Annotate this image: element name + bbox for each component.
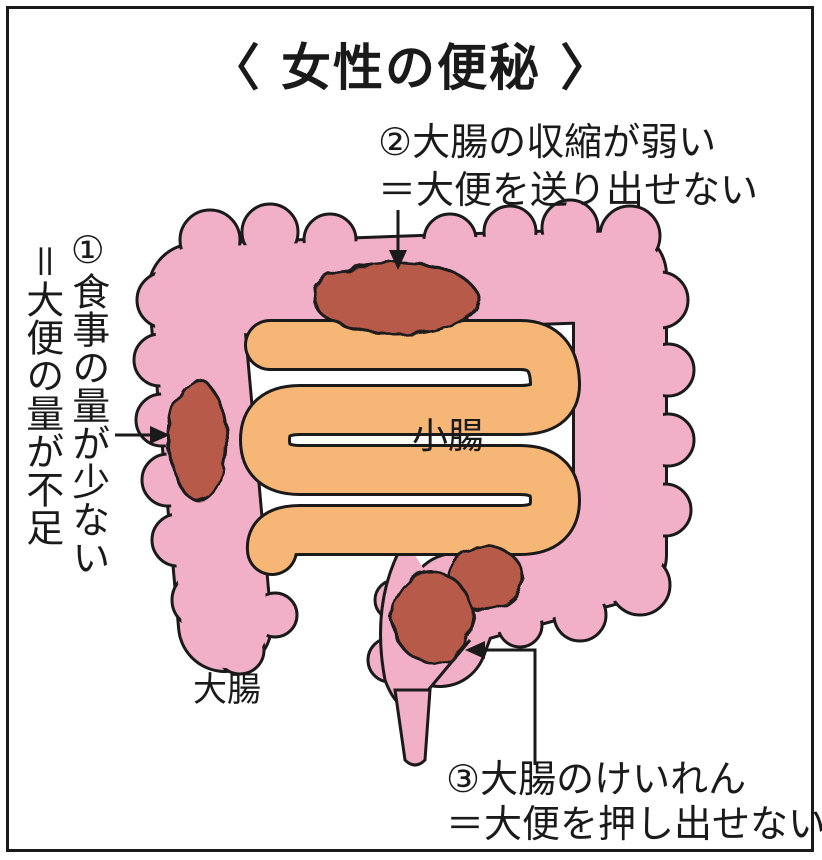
cause-2-number: ② xyxy=(378,120,413,164)
cause-2-text: ②大腸の収縮が弱い xyxy=(378,118,716,167)
cause-3-line2: ＝大便を押し出せない xyxy=(446,802,822,846)
small-intestine-label: 小腸 xyxy=(412,416,485,457)
cause-2-line1: 大腸の収縮が弱い xyxy=(412,120,717,164)
page-title: 〈 女性の便秘 〉 xyxy=(209,39,613,97)
cause-2-line2: ＝大便を送り出せない xyxy=(378,168,759,212)
cause-3-line1: 大腸のけいれん xyxy=(480,757,747,801)
cause-1-number: ① xyxy=(65,228,110,272)
cause-1-text: ①食事の量が少ない xyxy=(65,228,110,576)
stool-mass-3b xyxy=(390,570,474,664)
arrow-cause-3 xyxy=(475,648,537,765)
stool-mass-2 xyxy=(311,260,479,336)
small-intestine xyxy=(239,319,581,576)
stool-mass-1 xyxy=(168,378,228,502)
large-intestine-label: 大腸 xyxy=(193,670,261,710)
cause-1-line2: ＝大便の量が不足 xyxy=(19,242,64,546)
cause-1-line1: 食事の量が少ない xyxy=(65,272,110,576)
cause-3-number: ③ xyxy=(446,757,481,801)
cause-3-text: ③大腸のけいれん xyxy=(446,755,746,804)
